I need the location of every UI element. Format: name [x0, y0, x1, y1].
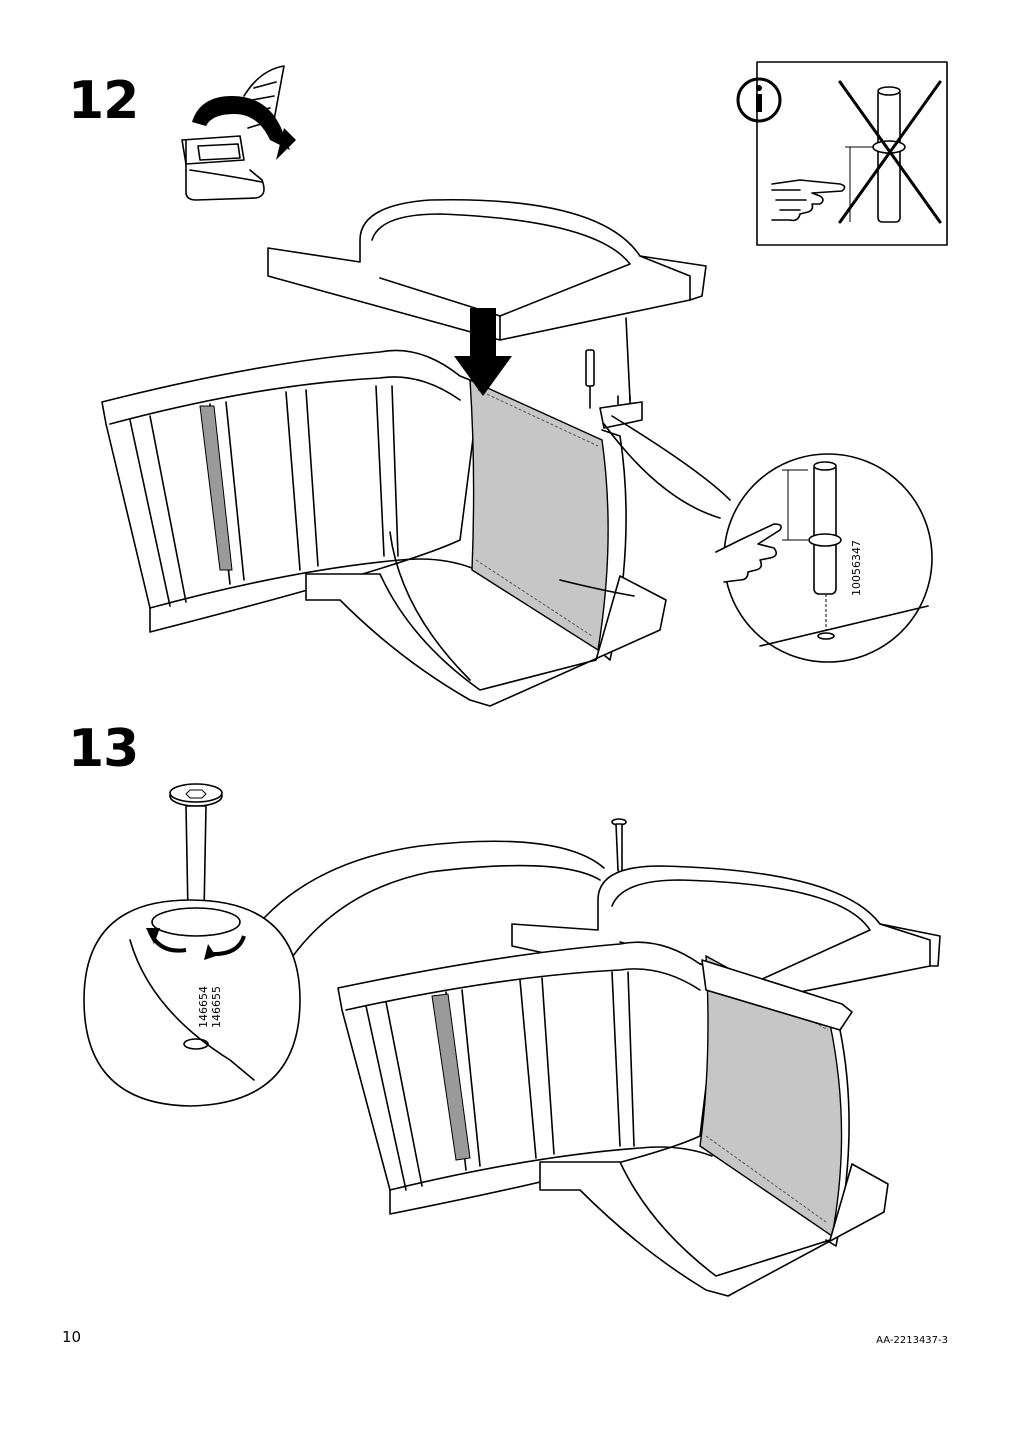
part-code-screw: 146655	[210, 986, 223, 1028]
info-icon	[736, 77, 782, 123]
detail-circle-step12	[603, 415, 933, 663]
chair-step12	[101, 198, 707, 707]
step-number-12: 12	[68, 71, 139, 131]
chair-step13	[337, 865, 941, 1297]
info-box	[736, 61, 948, 246]
document-code: AA-2213437-3	[876, 1335, 948, 1346]
part-code-peg: 10056347	[850, 540, 863, 596]
page-number: 10	[62, 1328, 82, 1346]
part-code-bolt: 146654	[197, 986, 210, 1028]
detail-circle-step13	[83, 840, 605, 1107]
arrow-down-icon	[454, 308, 512, 396]
rotate-arrow-icon	[192, 96, 296, 160]
pointing-hand-icon	[771, 179, 846, 222]
pointing-hand-icon	[715, 523, 782, 583]
step-number-13: 13	[68, 719, 139, 779]
flip-chair-thumbnail	[181, 65, 285, 201]
